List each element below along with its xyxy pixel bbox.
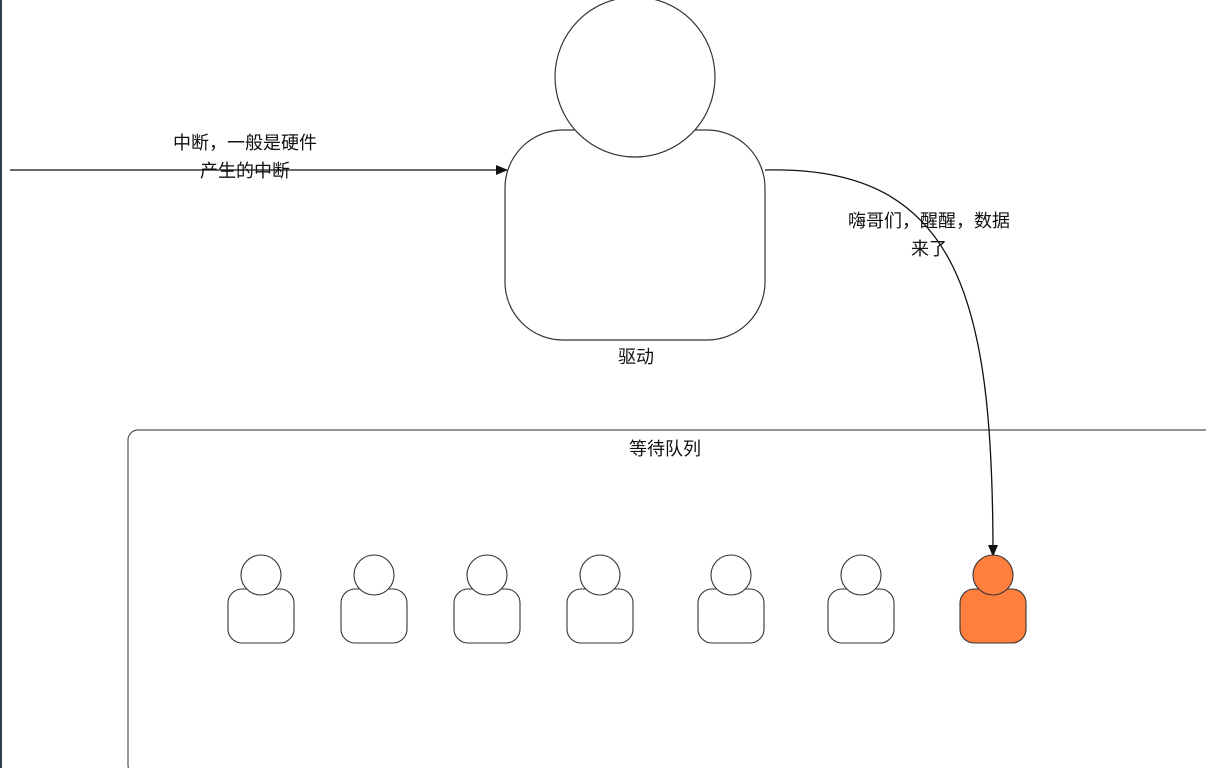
driver-body xyxy=(504,129,766,341)
person-body xyxy=(227,588,295,644)
person-head xyxy=(466,554,508,596)
waiting-person-icon xyxy=(566,554,634,644)
wake-label: 嗨哥们，醒醒，数据 来了 xyxy=(822,208,1036,264)
interrupt-label: 中断，一般是硬件 产生的中断 xyxy=(132,130,358,186)
wake-label-line1: 嗨哥们，醒醒，数据 xyxy=(848,211,1010,232)
driver-label: 驱动 xyxy=(618,347,654,368)
interrupt-label-line1: 中断，一般是硬件 xyxy=(173,133,317,154)
person-body xyxy=(453,588,521,644)
waiting-person-icon xyxy=(340,554,408,644)
waiting-person-icon xyxy=(697,554,765,644)
person-head xyxy=(972,554,1014,596)
person-body xyxy=(340,588,408,644)
waiting-people xyxy=(227,554,1027,644)
person-body xyxy=(697,588,765,644)
wait-queue-title: 等待队列 xyxy=(629,439,701,460)
driver-person-icon xyxy=(504,0,766,341)
person-head xyxy=(240,554,282,596)
driver-head xyxy=(554,0,716,158)
person-body xyxy=(566,588,634,644)
woken-person-icon xyxy=(959,554,1027,644)
person-head xyxy=(579,554,621,596)
waiting-person-icon xyxy=(827,554,895,644)
interrupt-label-line2: 产生的中断 xyxy=(200,161,290,182)
person-head xyxy=(710,554,752,596)
wake-label-line2: 来了 xyxy=(911,239,947,260)
person-head xyxy=(840,554,882,596)
person-body xyxy=(959,588,1027,644)
window-edge xyxy=(0,0,2,768)
waiting-person-icon xyxy=(453,554,521,644)
wait-queue-container xyxy=(127,429,1206,768)
waiting-person-icon xyxy=(227,554,295,644)
person-head xyxy=(353,554,395,596)
wake-up-arrow xyxy=(764,169,998,557)
person-body xyxy=(827,588,895,644)
